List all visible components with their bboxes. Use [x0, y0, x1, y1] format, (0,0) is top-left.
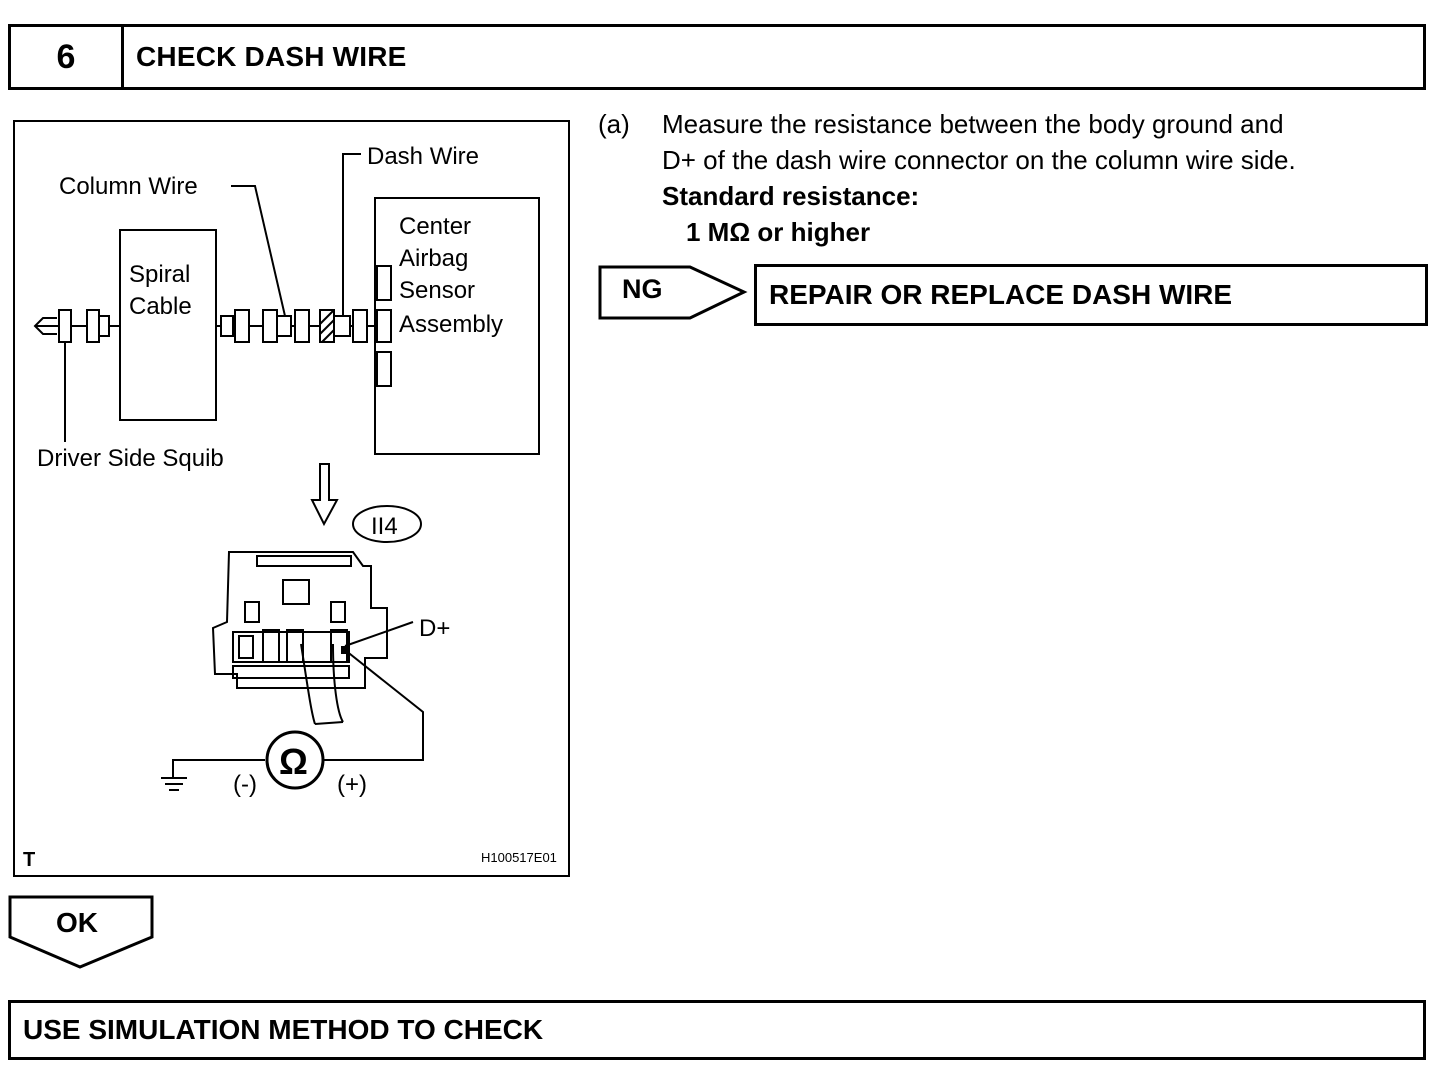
wiring-diagram: Column Wire Dash Wire Spiral Cable Cente… [23, 143, 557, 871]
label-center: Center [399, 213, 471, 240]
figure-id: H100517E01 [481, 850, 557, 865]
instruction-block: (a) Measure the resistance between the b… [598, 106, 1428, 250]
standard-label: Standard resistance: [662, 181, 920, 211]
label-column-wire: Column Wire [59, 173, 198, 200]
label-plus: (+) [337, 771, 367, 798]
standard-value: 1 MΩ or higher [686, 217, 871, 247]
ng-label: NG [622, 274, 663, 304]
step-title: CHECK DASH WIRE [136, 41, 407, 72]
spiral-cable-box [119, 229, 217, 421]
instruction-line-2: D+ of the dash wire connector on the col… [662, 145, 1296, 175]
label-sensor: Sensor [399, 277, 475, 304]
ng-arrow-shape [598, 265, 748, 320]
corner-mark: T [23, 849, 35, 871]
final-step-box: USE SIMULATION METHOD TO CHECK [8, 1000, 1426, 1060]
label-driver-squib: Driver Side Squib [37, 445, 224, 472]
ng-arrow: NG [598, 264, 748, 322]
center-airbag-sensor-box [374, 197, 540, 455]
label-minus: (-) [233, 771, 257, 798]
wiring-illustration: Column Wire Dash Wire Spiral Cable Cente… [13, 120, 570, 877]
step-header: 6 CHECK DASH WIRE [8, 24, 1426, 90]
label-cable: Cable [129, 293, 192, 320]
instruction-line-1: Measure the resistance between the body … [662, 109, 1284, 139]
step-number: 6 [11, 27, 124, 87]
ng-result-box: REPAIR OR REPLACE DASH WIRE [754, 264, 1428, 326]
ok-arrow-shape [8, 895, 154, 969]
label-terminal-dplus: D+ [419, 615, 450, 642]
ok-label: OK [56, 907, 98, 938]
instruction-letter: (a) [598, 109, 630, 139]
label-dash-wire: Dash Wire [367, 143, 479, 170]
label-assembly: Assembly [399, 311, 503, 338]
label-airbag: Airbag [399, 245, 468, 272]
label-spiral: Spiral [129, 261, 190, 288]
ohmmeter-icon: Ω [279, 741, 308, 782]
ok-arrow: OK [8, 895, 154, 969]
label-connector-code: II4 [371, 513, 398, 540]
